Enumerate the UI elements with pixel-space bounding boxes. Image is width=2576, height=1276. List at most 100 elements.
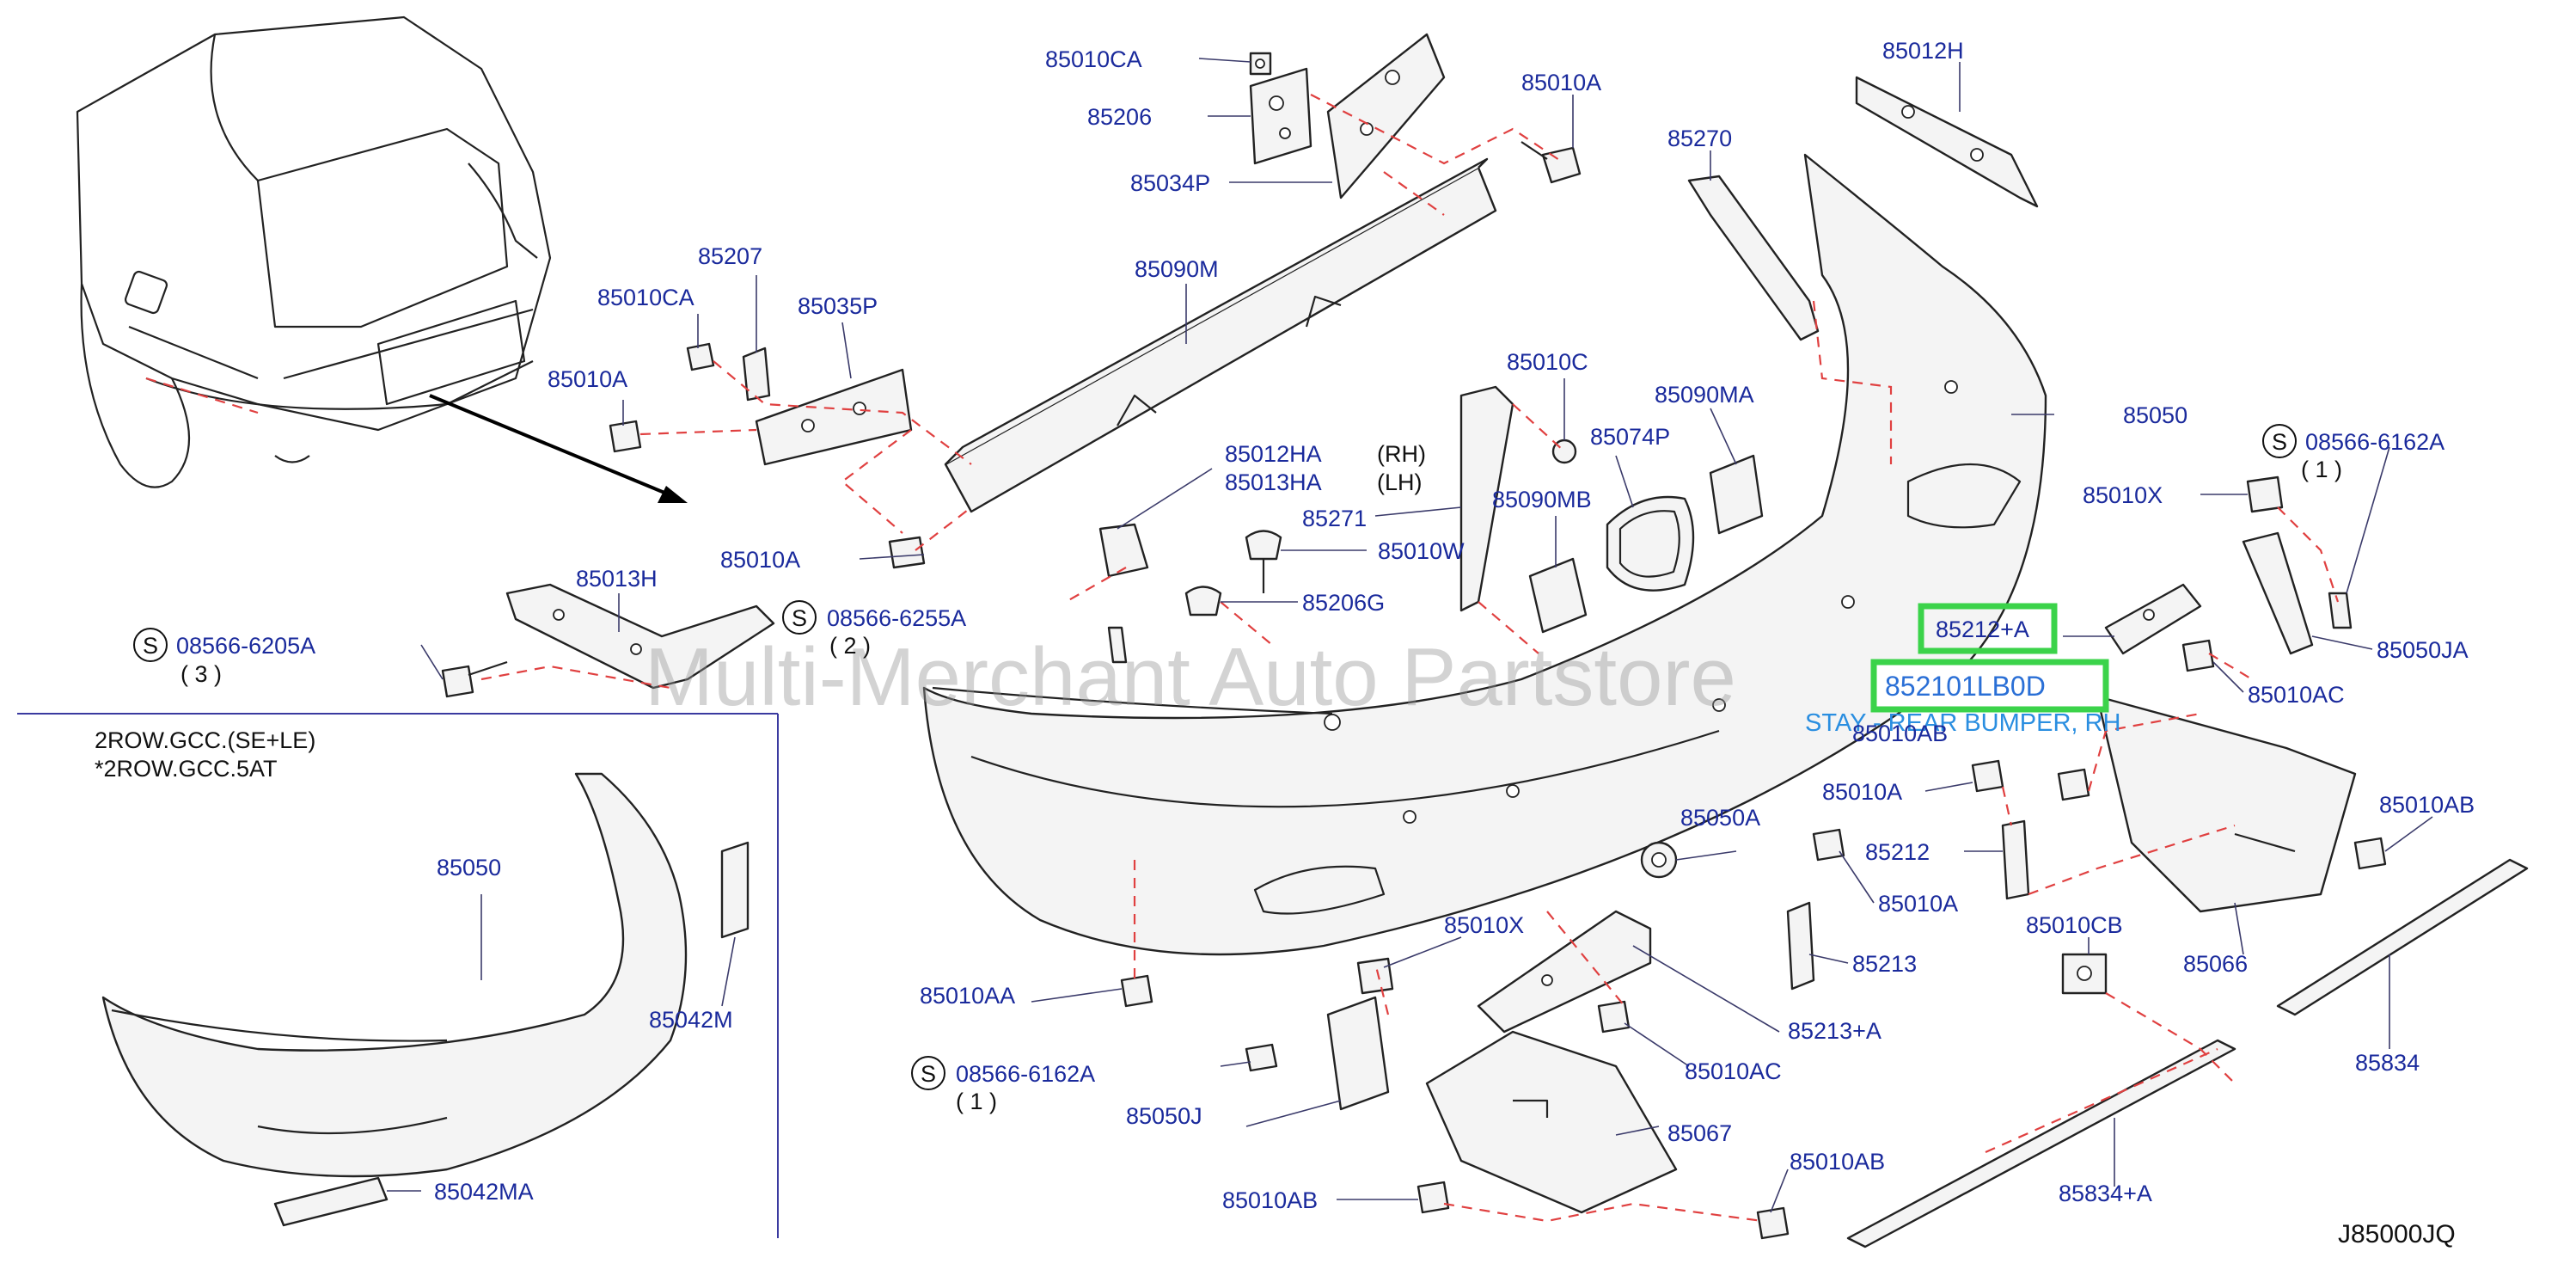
label-85010CA-top[interactable]: 85010CA — [1045, 46, 1142, 72]
vehicle-rear-view — [76, 15, 552, 488]
part-85010AB-bolt-bottom2 — [1756, 1206, 1790, 1240]
part-85010A-bolt-right — [1971, 759, 2004, 793]
label-08566-6255A[interactable]: 08566-6255A — [827, 605, 966, 631]
label-85010AB-bottom[interactable]: 85010AB — [1222, 1187, 1318, 1213]
label-85010X-right[interactable]: 85010X — [2083, 482, 2163, 508]
variant-rh: (RH) — [1377, 441, 1426, 467]
label-85010W[interactable]: 85010W — [1378, 538, 1465, 564]
label-85010A-mid[interactable]: 85010A — [720, 547, 800, 573]
label-85066[interactable]: 85066 — [2183, 951, 2248, 977]
part-08566-6255A-screw — [1107, 626, 1128, 664]
part-08566-6162A-screw-right — [2328, 592, 2353, 629]
highlight-part-852101LB0D-label: 852101LB0D — [1885, 671, 2046, 702]
part-08566-6162A-screw-bottom — [1245, 1043, 1278, 1072]
label-85010A-right2[interactable]: 85010A — [1878, 891, 1958, 917]
part-85010AC-bolt-bottom — [1597, 1000, 1631, 1034]
label-85010X-bottom[interactable]: 85010X — [1444, 912, 1524, 938]
part-85010AA-bolt — [1120, 974, 1153, 1008]
label-85213[interactable]: 85213 — [1852, 951, 1917, 977]
label-85050A[interactable]: 85050A — [1680, 805, 1760, 831]
part-labels: 85010CA 85206 85034P 85010A 85012H 85270… — [176, 38, 2475, 1213]
part-85050A-clip — [1640, 841, 1678, 879]
label-85010AC-right[interactable]: 85010AC — [2248, 682, 2345, 708]
label-85010CA-left[interactable]: 85010CA — [597, 285, 694, 310]
assembly-lines — [480, 94, 2340, 1223]
label-85834A[interactable]: 85834+A — [2059, 1181, 2152, 1206]
part-85010A-bolt-top — [1521, 141, 1582, 184]
stay-rear-bumper-rh-description: STAY - REAR BUMPER, RH — [1805, 709, 2120, 737]
part-85270-stay — [1687, 175, 1820, 341]
part-85074P-reflector — [1606, 495, 1695, 592]
part-85010CB-clip — [2061, 953, 2108, 995]
label-85012H[interactable]: 85012H — [1882, 38, 1964, 64]
label-85010AC-bottom[interactable]: 85010AC — [1685, 1058, 1782, 1084]
label-85834[interactable]: 85834 — [2355, 1050, 2420, 1076]
s-symbol-08566-6205A: S — [133, 628, 168, 662]
part-85213A-bracket — [1477, 910, 1652, 1034]
label-85010A-top[interactable]: 85010A — [1521, 70, 1601, 95]
part-85213-stay — [1786, 901, 1815, 991]
watermark: Multi-Merchant Auto Partstore — [645, 631, 1736, 723]
label-85035P[interactable]: 85035P — [798, 293, 878, 319]
highlight-part-85212A[interactable]: 85212+A — [1918, 603, 2058, 654]
label-08566-6205A[interactable]: 08566-6205A — [176, 633, 315, 659]
label-85010CB[interactable]: 85010CB — [2026, 912, 2123, 938]
qty-1-right: ( 1 ) — [2301, 457, 2342, 482]
label-85206G[interactable]: 85206G — [1302, 590, 1385, 616]
part-85067-cover — [1425, 1030, 1678, 1214]
part-85012H-bracket-rh — [1855, 76, 2039, 208]
part-85010A-bolt-mid — [888, 536, 926, 569]
label-85050-inset[interactable]: 85050 — [437, 855, 501, 880]
s-symbol-text: S — [143, 633, 158, 659]
part-85010A-bolt-left — [609, 420, 642, 453]
part-85206-bracket — [1249, 67, 1312, 165]
inset-panel — [17, 713, 779, 1238]
label-85012HA[interactable]: 85012HA — [1225, 441, 1322, 467]
s-symbol-text: S — [2272, 429, 2287, 455]
part-85010X-clip-right — [2246, 475, 2284, 513]
label-85090MA[interactable]: 85090MA — [1655, 382, 1754, 408]
part-85010CA-clip-left — [686, 342, 715, 371]
part-85066-cover — [2096, 695, 2357, 913]
label-85213A[interactable]: 85213+A — [1788, 1018, 1882, 1044]
part-85206G-clip — [1184, 586, 1222, 617]
label-85013HA[interactable]: 85013HA — [1225, 469, 1322, 495]
label-85042MA[interactable]: 85042MA — [434, 1179, 534, 1205]
highlight-part-852101LB0D[interactable]: 852101LB0D — [1870, 659, 2109, 713]
label-85050J[interactable]: 85050J — [1126, 1103, 1202, 1129]
label-85013H[interactable]: 85013H — [576, 566, 658, 592]
part-85834-molding — [2276, 858, 2529, 1016]
label-85010A-right[interactable]: 85010A — [1822, 779, 1902, 805]
label-85206[interactable]: 85206 — [1087, 104, 1152, 130]
label-08566-6162A-bottom[interactable]: 08566-6162A — [956, 1061, 1095, 1087]
label-85090M[interactable]: 85090M — [1135, 256, 1219, 282]
s-symbol-08566-6255A: S — [782, 600, 817, 635]
label-85067[interactable]: 85067 — [1667, 1120, 1732, 1146]
label-85090MB[interactable]: 85090MB — [1492, 487, 1592, 512]
label-85010AB-right[interactable]: 85010AB — [2379, 792, 2475, 818]
label-85270[interactable]: 85270 — [1667, 126, 1732, 151]
leader-lines — [387, 58, 2433, 1213]
part-85010A-bolt-right2 — [1812, 828, 1845, 862]
label-85074P[interactable]: 85074P — [1590, 424, 1670, 450]
part-85212A-stay-highlighted — [2104, 583, 2202, 655]
label-85050-main[interactable]: 85050 — [2123, 402, 2187, 428]
label-85034P[interactable]: 85034P — [1130, 170, 1210, 196]
part-85010AC-bolt-right — [2181, 639, 2215, 672]
label-85010A-left[interactable]: 85010A — [548, 366, 627, 392]
part-85035P-bracket — [755, 368, 913, 466]
label-08566-6162A-right[interactable]: 08566-6162A — [2305, 429, 2444, 455]
label-85010C[interactable]: 85010C — [1507, 349, 1588, 375]
label-85212[interactable]: 85212 — [1865, 839, 1930, 865]
label-85207[interactable]: 85207 — [698, 243, 762, 269]
label-85050JA[interactable]: 85050JA — [2377, 637, 2469, 663]
part-85050J-bracket — [1326, 996, 1390, 1111]
part-85034P-bracket — [1326, 33, 1446, 199]
label-85042M[interactable]: 85042M — [649, 1007, 733, 1033]
label-85010AB-mid[interactable]: 85010AB — [1852, 721, 1948, 746]
label-85010AB-bottom2[interactable]: 85010AB — [1790, 1149, 1885, 1175]
label-85010AA[interactable]: 85010AA — [920, 983, 1015, 1009]
part-85090MA-pad — [1709, 454, 1764, 535]
label-85271[interactable]: 85271 — [1302, 506, 1367, 531]
